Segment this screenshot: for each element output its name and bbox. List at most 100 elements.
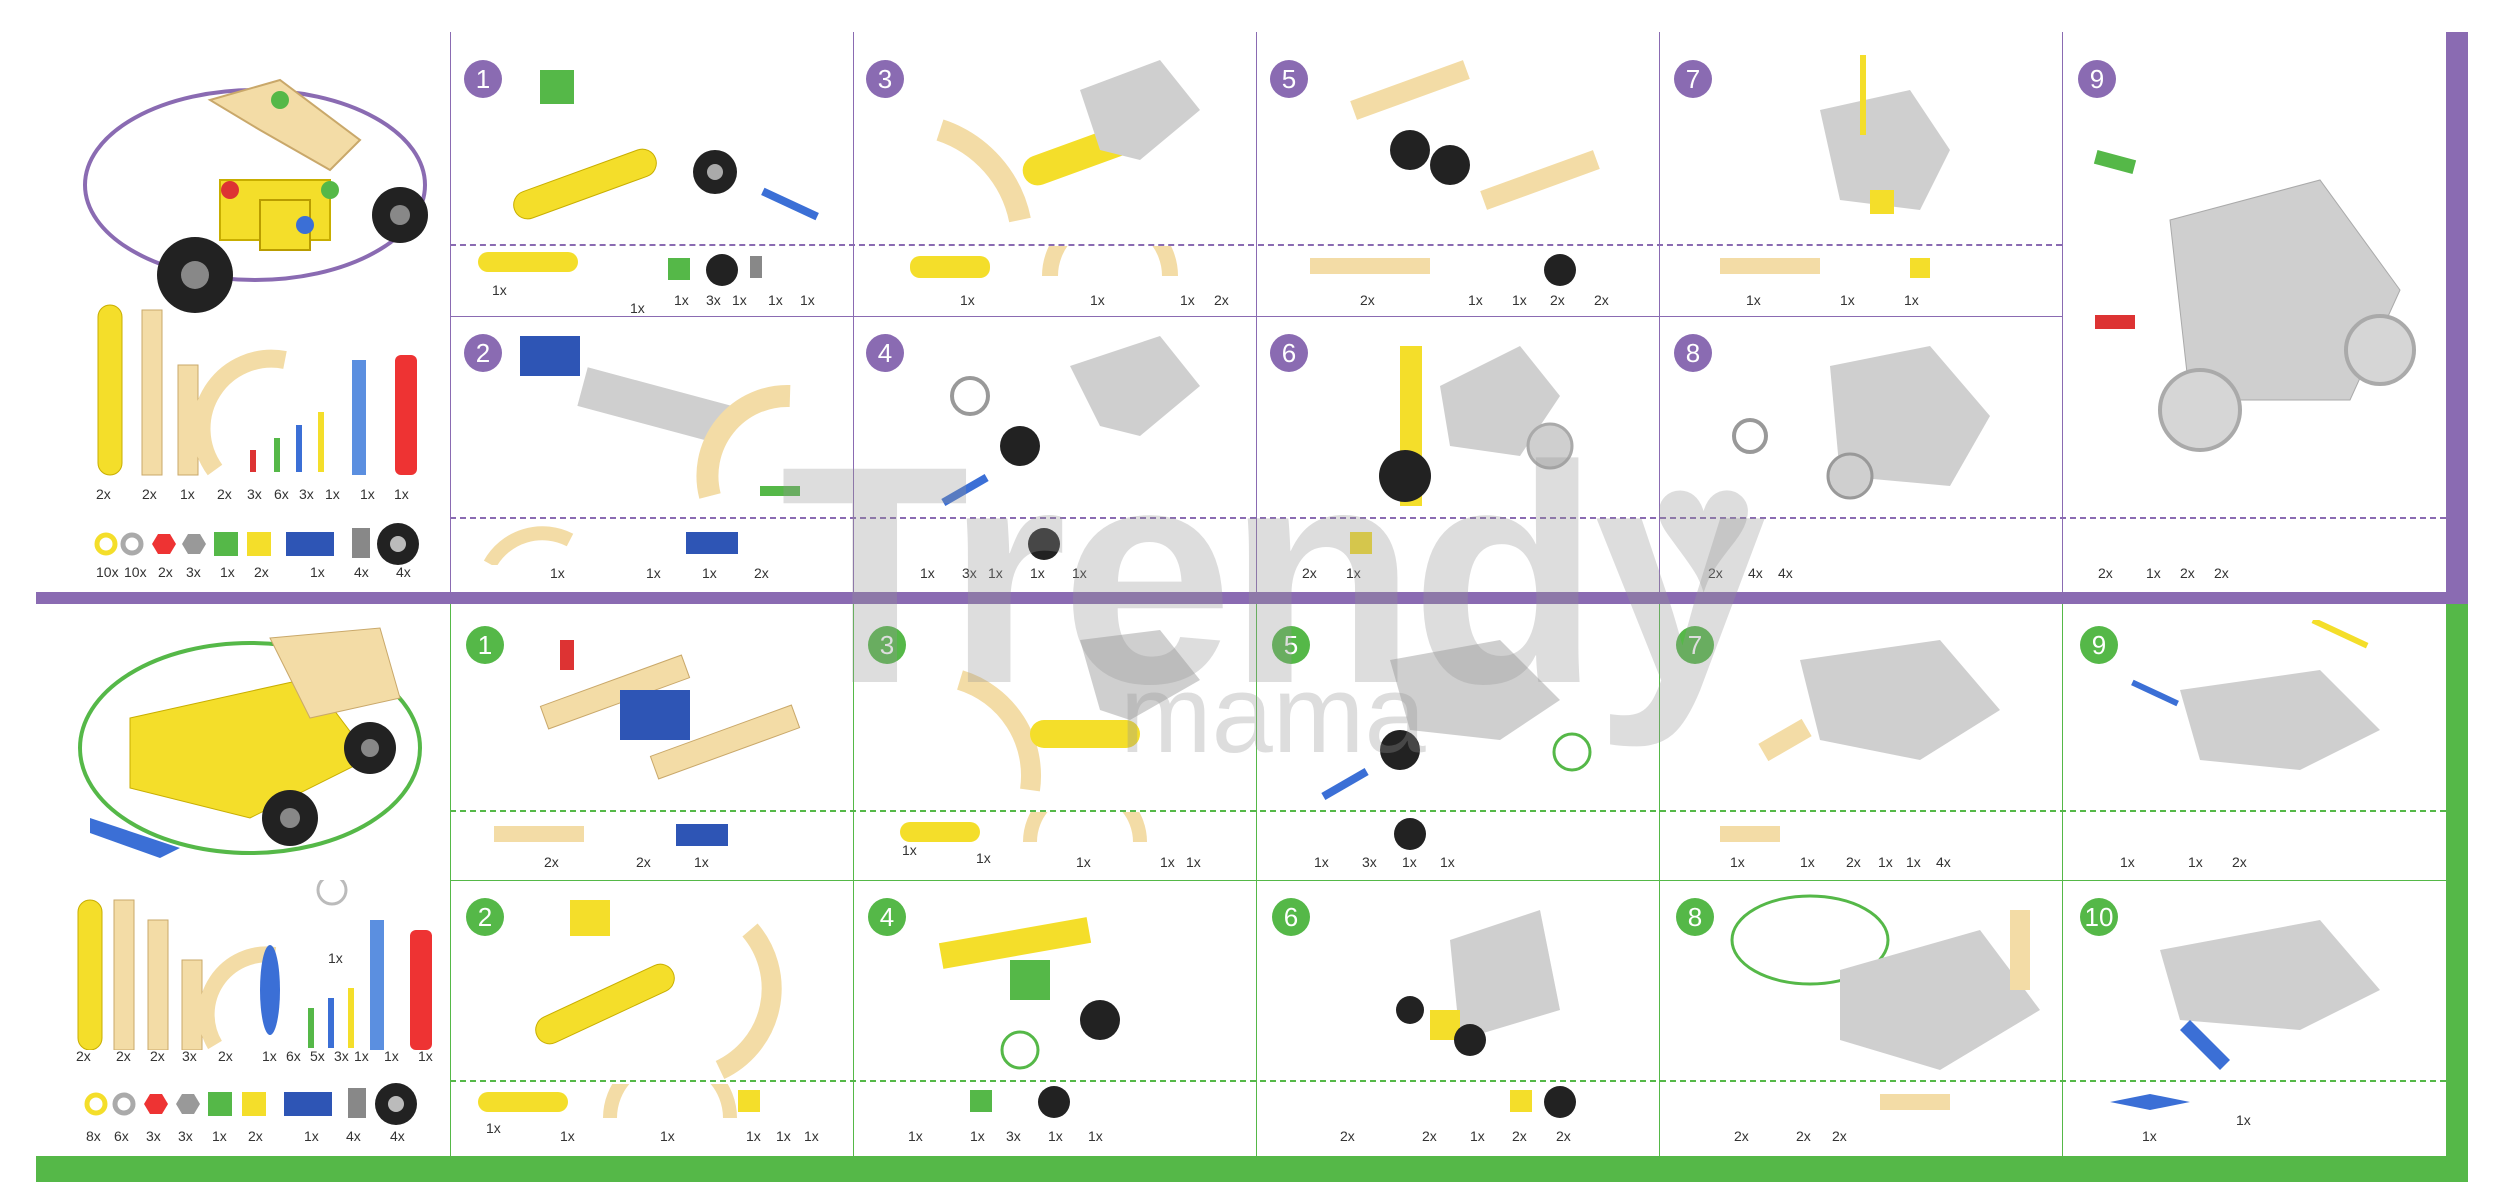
parts-count: 2x: [1340, 1128, 1355, 1144]
step-illustration: [1820, 55, 1950, 214]
step-illustration: [2093, 150, 2416, 452]
parts-row-icons: [483, 526, 1372, 565]
parts-count: 1x: [354, 1048, 369, 1064]
step-number: 4: [866, 334, 904, 372]
parts-count: 1x: [2236, 1112, 2251, 1128]
parts-count: 1x: [674, 292, 689, 308]
parts-count: 1x: [960, 292, 975, 308]
parts-count: 1x: [394, 486, 409, 502]
parts-count: 3x: [247, 486, 262, 502]
parts-count: 3x: [334, 1048, 349, 1064]
parts-count: 1x: [550, 565, 565, 581]
parts-count: 2x: [1512, 1128, 1527, 1144]
parts-count: 2x: [150, 1048, 165, 1064]
step-number: 8: [1676, 898, 1714, 936]
parts-count: 1x: [776, 1128, 791, 1144]
parts-count: 1x: [1906, 854, 1921, 870]
dashed-line: [450, 517, 2446, 519]
parts-count: 1x: [360, 486, 375, 502]
parts-count: 1x: [694, 854, 709, 870]
parts-count: 2x: [2180, 565, 2195, 581]
step-number: 2: [464, 334, 502, 372]
parts-count: 1x: [310, 564, 325, 580]
parts-count: 4x: [390, 1128, 405, 1144]
parts-count: 4x: [346, 1128, 361, 1144]
model1-hero-illustration: [83, 78, 428, 313]
step-illustration: [2131, 620, 2380, 770]
step-number: 6: [1272, 898, 1310, 936]
parts-count: 1x: [660, 1128, 675, 1144]
parts-count: 3x: [1362, 854, 1377, 870]
parts-count: 2x: [2098, 565, 2113, 581]
parts-count: 2x: [76, 1048, 91, 1064]
model2-hero-illustration: [78, 627, 422, 858]
parts-count: 1x: [768, 292, 783, 308]
parts-count: 3x: [178, 1128, 193, 1144]
parts-count: 1x: [1314, 854, 1329, 870]
model1-parts-overview: [97, 304, 417, 476]
step-number: 1: [466, 626, 504, 664]
parts-row-icons: [478, 246, 1930, 286]
step-illustration: [1732, 346, 1990, 500]
parts-count: 1x: [1160, 854, 1175, 870]
step-number: 4: [868, 898, 906, 936]
parts-count: 1x: [304, 1128, 319, 1144]
parts-count: 1x: [560, 1128, 575, 1144]
parts-row-icons: [494, 812, 1780, 850]
watermark-logo-subtext: mama: [1120, 653, 1426, 776]
parts-count: 1x: [732, 292, 747, 308]
parts-count: 4x: [1936, 854, 1951, 870]
parts-count: 1x: [1904, 292, 1919, 308]
parts-count: 2x: [754, 565, 769, 581]
parts-count: 2x: [96, 486, 111, 502]
step-illustration: [513, 70, 819, 221]
parts-count: 2x: [254, 564, 269, 580]
green-bottom-band: [36, 1156, 2468, 1182]
parts-count: 2x: [116, 1048, 131, 1064]
parts-count: 6x: [274, 486, 289, 502]
step-number: 3: [866, 60, 904, 98]
step-illustration: [941, 336, 1200, 506]
step-illustration: [1730, 894, 2040, 1070]
parts-count: 1x: [1878, 854, 1893, 870]
step-illustration: [1758, 640, 2000, 762]
purple-divider-band: [36, 592, 2468, 604]
parts-count: 1x: [2146, 565, 2161, 581]
parts-count: 1x: [1072, 565, 1087, 581]
heart-icon: ♥: [1650, 429, 1757, 630]
dashed-line: [450, 244, 2062, 246]
parts-count: 1x: [262, 1048, 277, 1064]
model1-small-parts: [94, 523, 419, 565]
step-number: 2: [466, 898, 504, 936]
step-illustration: [1396, 910, 1560, 1056]
grid-line: [1256, 32, 1257, 592]
parts-count: 2x: [217, 486, 232, 502]
step-illustration: [535, 900, 782, 1080]
parts-count: 4x: [396, 564, 411, 580]
model2-small-parts: [84, 1083, 417, 1125]
parts-count: 1x: [384, 1048, 399, 1064]
step-number: 7: [1676, 626, 1714, 664]
parts-count: 2x: [1556, 1128, 1571, 1144]
step-number: 5: [1272, 626, 1310, 664]
parts-count: 1x: [1402, 854, 1417, 870]
parts-count: 2x: [636, 854, 651, 870]
parts-count: 10x: [124, 564, 147, 580]
parts-count: 2x: [1796, 1128, 1811, 1144]
parts-count: 2x: [1734, 1128, 1749, 1144]
grid-line: [450, 32, 451, 592]
grid-line: [2062, 32, 2063, 592]
parts-count: 1x: [180, 486, 195, 502]
parts-count: 1x: [988, 565, 1003, 581]
step-number: 10: [2080, 898, 2118, 936]
parts-count: 1x: [1088, 1128, 1103, 1144]
parts-count: 2x: [1832, 1128, 1847, 1144]
parts-count: 2x: [1302, 565, 1317, 581]
parts-count: 1x: [1180, 292, 1195, 308]
parts-count: 2x: [218, 1048, 233, 1064]
grid-line: [450, 316, 2062, 317]
parts-count: 2x: [248, 1128, 263, 1144]
parts-count: 2x: [1708, 565, 1723, 581]
parts-count: 1x: [325, 486, 340, 502]
parts-row-icons: [478, 1084, 2190, 1119]
